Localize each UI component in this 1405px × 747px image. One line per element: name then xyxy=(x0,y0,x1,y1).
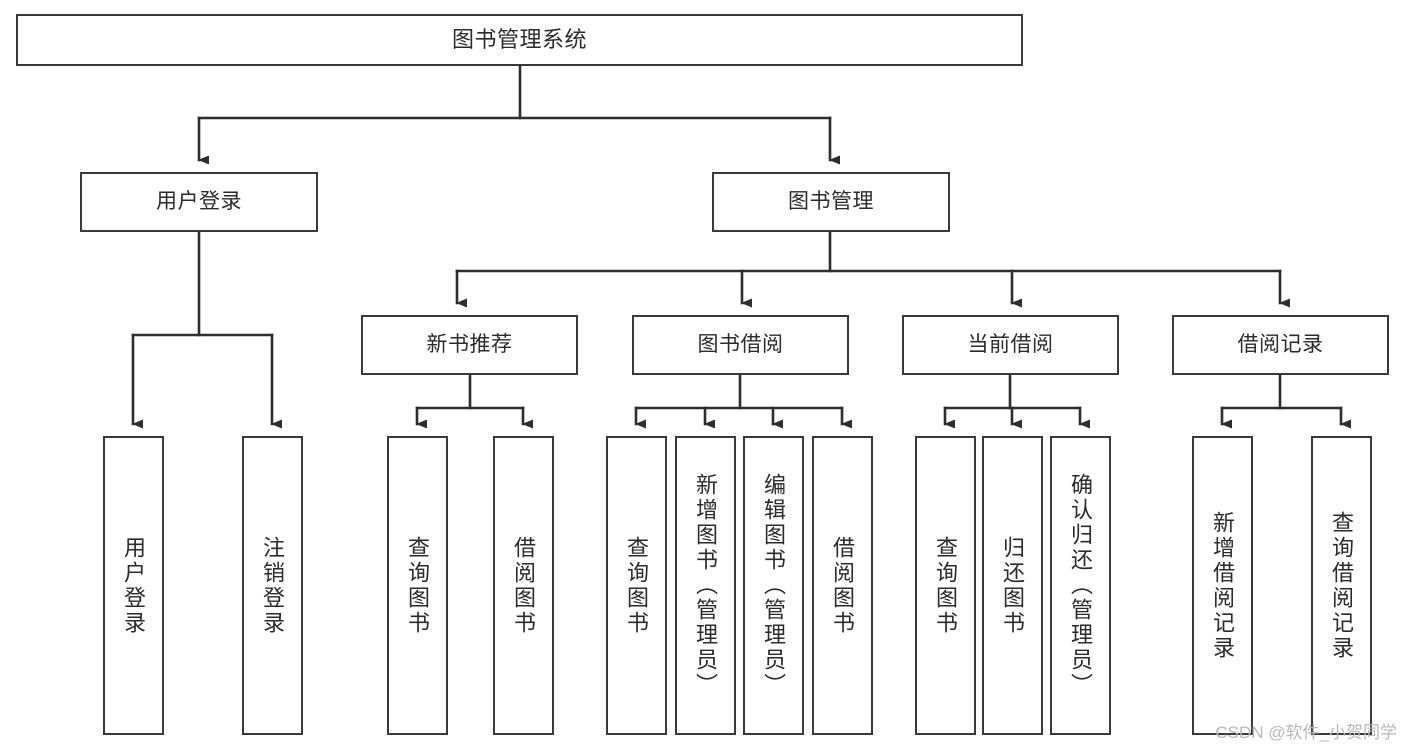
leaf-query-book-new-book[interactable]: 查询图书 xyxy=(387,436,448,735)
leaf-confirm-return-admin[interactable]: 确认归还（管理员） xyxy=(1050,436,1111,735)
leaf-user-login[interactable]: 用户登录 xyxy=(103,436,164,735)
node-label: 查询借阅记录 xyxy=(1329,510,1355,661)
node-label: 查询图书 xyxy=(933,535,959,636)
node-label: 当前借阅 xyxy=(967,332,1054,356)
node-label: 图书管理 xyxy=(788,189,874,213)
node-label: 用户登录 xyxy=(121,535,147,636)
leaf-query-book-borrow[interactable]: 查询图书 xyxy=(606,436,667,735)
node-label: 借阅图书 xyxy=(511,535,537,636)
leaf-add-borrow-record[interactable]: 新增借阅记录 xyxy=(1192,436,1253,735)
node-current-borrowing[interactable]: 当前借阅 xyxy=(902,315,1119,375)
leaf-logout[interactable]: 注销登录 xyxy=(242,436,303,735)
leaf-add-book-admin[interactable]: 新增图书（管理员） xyxy=(675,436,736,735)
node-label: 归还图书 xyxy=(1000,535,1026,636)
node-label: 查询图书 xyxy=(624,535,650,636)
node-label: 新书推荐 xyxy=(426,332,513,356)
node-label: 图书管理系统 xyxy=(451,27,587,53)
node-label: 确认归还（管理员） xyxy=(1068,473,1094,698)
leaf-query-borrow-record[interactable]: 查询借阅记录 xyxy=(1311,436,1372,735)
node-label: 新增借阅记录 xyxy=(1210,510,1236,661)
node-user-login[interactable]: 用户登录 xyxy=(80,172,318,232)
node-label: 查询图书 xyxy=(405,535,431,636)
node-new-book-recommendation[interactable]: 新书推荐 xyxy=(361,315,578,375)
node-book-borrowing[interactable]: 图书借阅 xyxy=(632,315,849,375)
csdn-watermark: CSDN @软件_小贺同学 xyxy=(1215,723,1397,742)
node-label: 新增图书（管理员） xyxy=(693,473,719,698)
node-label: 注销登录 xyxy=(260,535,286,636)
node-borrowing-record[interactable]: 借阅记录 xyxy=(1172,315,1389,375)
leaf-borrow-book[interactable]: 借阅图书 xyxy=(812,436,873,735)
node-book-management[interactable]: 图书管理 xyxy=(712,172,950,232)
node-label: 图书借阅 xyxy=(697,332,784,356)
leaf-query-book-current[interactable]: 查询图书 xyxy=(915,436,976,735)
node-label: 编辑图书（管理员） xyxy=(761,473,787,698)
node-label: 借阅图书 xyxy=(830,535,856,636)
node-root-book-management-system[interactable]: 图书管理系统 xyxy=(16,14,1023,66)
leaf-borrow-book-new-book[interactable]: 借阅图书 xyxy=(493,436,554,735)
leaf-edit-book-admin[interactable]: 编辑图书（管理员） xyxy=(743,436,804,735)
leaf-return-book[interactable]: 归还图书 xyxy=(982,436,1043,735)
node-label: 用户登录 xyxy=(156,189,242,213)
node-label: 借阅记录 xyxy=(1237,332,1324,356)
